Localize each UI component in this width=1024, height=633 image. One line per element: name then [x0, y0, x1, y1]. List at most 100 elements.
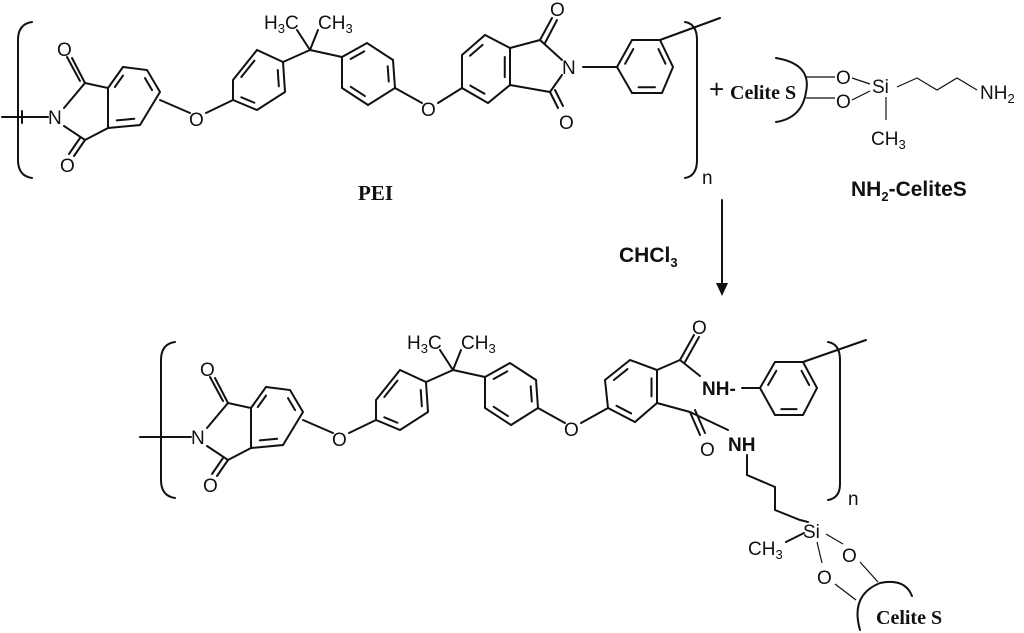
left-bracket [160, 341, 176, 499]
carbonyl-bond [554, 89, 564, 107]
solvent-label: CHCl3 [619, 244, 678, 270]
nh2-celites-label: NH2-CeliteS [851, 178, 967, 204]
benzene-ring [250, 385, 305, 450]
ether-bond [537, 407, 566, 424]
methyl-label: CH3 [871, 129, 906, 152]
double-bond [115, 117, 136, 122]
ether-bond [302, 419, 334, 434]
benzene-ring [107, 65, 162, 130]
double-bond [615, 404, 633, 415]
carbonyl-bond [684, 336, 700, 363]
atom-si: Si [872, 77, 889, 98]
benzene-ring [758, 361, 819, 416]
double-bond [492, 405, 509, 418]
benzene-ring [341, 41, 397, 107]
benzene-ring [461, 33, 511, 105]
double-bond [469, 43, 484, 57]
chain-stub-right [659, 17, 721, 41]
double-bond [767, 369, 778, 387]
double-bond [258, 437, 279, 442]
bond [656, 402, 691, 413]
atom-o: O [60, 156, 75, 177]
double-bond [287, 397, 297, 412]
methyl-label: CH3 [748, 539, 783, 562]
chain-stub-right [802, 339, 867, 363]
double-bond [113, 74, 125, 89]
carbonyl-bond [216, 459, 229, 477]
aromatic-rings [107, 33, 819, 450]
ether-bond [159, 99, 191, 114]
atom-o: O [203, 476, 218, 497]
bond [282, 49, 311, 63]
ether-bond [394, 87, 423, 104]
atom-o: O [550, 0, 565, 21]
celite-surface-arc [856, 580, 913, 631]
benzene-ring [603, 358, 658, 424]
carbonyl-bond [209, 376, 224, 402]
atom-o-ether: O [189, 110, 204, 131]
double-bond [240, 59, 256, 79]
double-bond [800, 369, 811, 387]
carbonyl-bond [549, 91, 559, 109]
bond [825, 533, 844, 545]
right-bracket [827, 341, 841, 501]
carbonyl-bond [71, 57, 86, 84]
carbonyl-bond [679, 334, 695, 361]
methyl-label: H3C [264, 13, 299, 36]
bond [859, 561, 879, 583]
double-bond [492, 370, 509, 380]
bond [452, 369, 486, 378]
atom-o: O [836, 92, 851, 113]
atom-o: O [700, 440, 715, 461]
double-bond [529, 385, 533, 403]
double-bond [383, 416, 399, 424]
amide-nh: NH [728, 435, 755, 456]
plus-sign: + [709, 74, 724, 104]
bond [834, 583, 857, 601]
methyl-bond [309, 29, 319, 51]
ether-bond [437, 87, 463, 104]
benzene-ring [375, 368, 430, 432]
bond [689, 411, 729, 431]
imide-ring [206, 401, 252, 462]
bond [309, 49, 343, 58]
bond [425, 369, 454, 383]
methyl-label: CH3 [461, 333, 496, 356]
left-bracket [17, 21, 33, 179]
atom-o: O [200, 360, 215, 381]
repeat-subscript: n [848, 489, 859, 510]
benzene-ring [232, 48, 287, 112]
double-bond [276, 68, 280, 88]
bond [679, 359, 701, 377]
methyl-bond [439, 349, 454, 371]
double-bond [240, 96, 256, 104]
bond [656, 359, 681, 371]
pei-label: PEI [358, 181, 393, 205]
atom-o-ether: O [332, 430, 347, 451]
atom-o: O [842, 546, 857, 567]
atom-o: O [559, 113, 574, 134]
carbonyl-bond [66, 56, 81, 82]
bond [851, 90, 871, 101]
aminosilane-celite: + Celite S O O Si NH2 CH3 NH2-CeliteS [709, 57, 1015, 204]
atom-o: O [836, 68, 851, 89]
benzene-ring [615, 39, 675, 94]
atom-o: O [57, 40, 72, 61]
ether-bond [348, 419, 377, 434]
atom-o-ether: O [564, 420, 579, 441]
carbonyl-bond [689, 411, 701, 436]
carbonyl-bond [694, 409, 706, 434]
double-bond [419, 388, 423, 408]
bond [816, 541, 823, 564]
celite-surface-arc [775, 57, 808, 123]
carbonyl-bond [211, 457, 224, 475]
atom-si: Si [803, 522, 820, 543]
double-bond [144, 77, 154, 92]
carbonyl-bond [68, 137, 81, 155]
imide-ring [509, 38, 563, 61]
atom-n: N [562, 58, 576, 79]
propyl-chain [746, 454, 809, 523]
methyl-label: CH3 [318, 13, 353, 36]
double-bond [256, 394, 268, 409]
